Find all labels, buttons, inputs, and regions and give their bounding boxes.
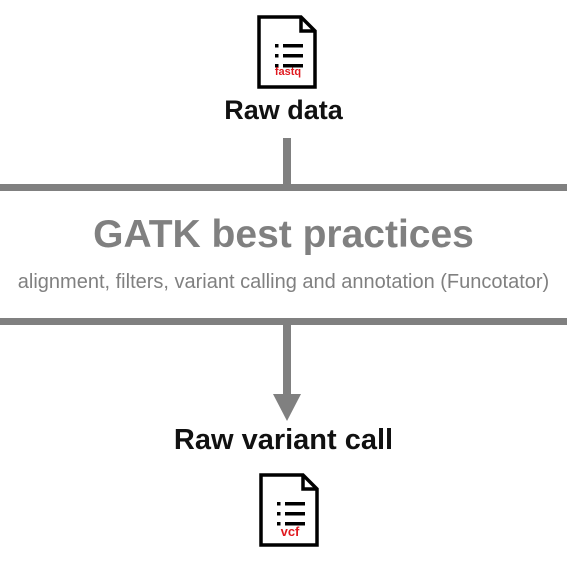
pipeline-band-top-border (0, 184, 567, 191)
arrow-down-icon (273, 394, 301, 421)
fastq-file-icon (255, 14, 319, 90)
pipeline-title: GATK best practices (93, 213, 474, 256)
document-icon-shape (259, 473, 319, 547)
output-file-type-label: vcf (280, 524, 300, 539)
raw-variant-call-title: Raw variant call (173, 424, 394, 456)
output-arrow-shaft (283, 324, 291, 396)
input-connector (283, 138, 291, 185)
pipeline-band-bottom-border (0, 318, 567, 325)
pipeline-subtitle: alignment, filters, variant calling and … (17, 271, 550, 293)
document-icon-shape (257, 15, 317, 89)
input-file-type-label: fastq (274, 66, 302, 78)
raw-data-title: Raw data (224, 95, 343, 125)
vcf-file-icon (257, 472, 321, 548)
